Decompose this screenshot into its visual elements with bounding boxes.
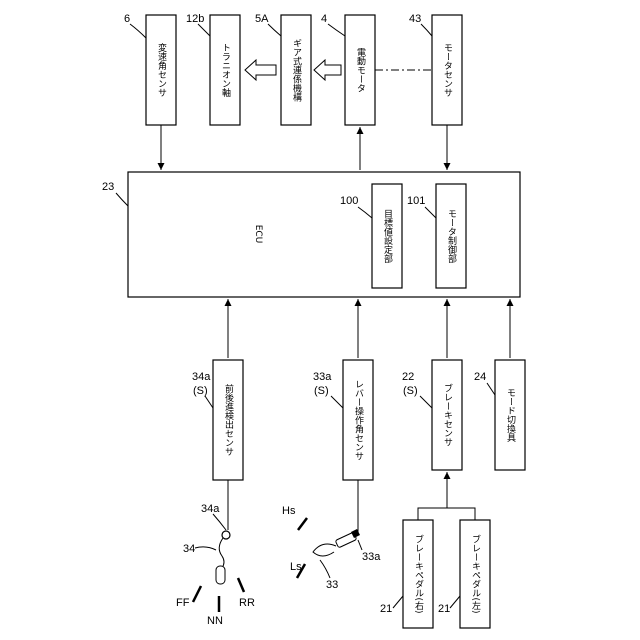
position-hs: Hs: [282, 505, 296, 517]
label-lever-angle-sensor: レバー操作角センサ: [353, 380, 364, 461]
position-rr: RR: [239, 597, 255, 609]
ref-24: 24: [474, 371, 486, 383]
ref-34a-device: 34a: [201, 503, 220, 515]
label-brake-pedal-right: ブレーキペダル(右): [413, 533, 424, 613]
ref-23: 23: [102, 181, 114, 193]
box-gear-linkage: ギア式連係機構: [281, 15, 311, 125]
box-forward-reverse-sensor: 前後進検出センサ: [213, 360, 243, 480]
ref-6: 6: [124, 13, 130, 25]
ref-100: 100: [340, 195, 358, 207]
position-nn: NN: [207, 615, 223, 627]
label-gear-linkage: ギア式連係機構: [291, 38, 302, 102]
ref-34a-box-s: (S): [193, 385, 208, 397]
ref-34a-box: 34a: [192, 371, 211, 383]
ref-12b: 12b: [186, 13, 204, 25]
hollow-arrow-left-1: [245, 60, 276, 80]
ref-21-left: 21: [438, 603, 450, 615]
label-mode-switch: モード切換具: [505, 388, 516, 443]
box-motor-sensor: モータセンサ: [432, 15, 462, 125]
box-target-value-setter: 目標値設定部: [372, 184, 402, 288]
label-electric-motor: 電動モータ: [355, 47, 366, 92]
box-brake-pedal-left: ブレーキペダル(左): [460, 520, 490, 628]
ref-34: 34: [183, 543, 195, 555]
box-brake-sensor: ブレーキセンサ: [432, 360, 462, 470]
position-ff-mark: [193, 586, 201, 602]
shift-lever-device: [313, 480, 360, 556]
label-trunnion-shaft: トラニオン軸: [220, 43, 231, 98]
fr-lever-device: [216, 480, 230, 584]
box-trunnion-shaft: トラニオン軸: [210, 15, 240, 125]
pedal-branch-lines: [418, 508, 475, 520]
fr-pivot-circle: [222, 531, 230, 539]
lever-knob: [313, 544, 336, 556]
label-shift-angle-sensor: 変速角センサ: [156, 42, 167, 97]
ref-33a-box-s: (S): [314, 385, 329, 397]
position-ff: FF: [176, 597, 190, 609]
ref-5a: 5A: [255, 13, 269, 25]
label-brake-pedal-left: ブレーキペダル(左): [470, 533, 481, 613]
ref-43: 43: [409, 13, 421, 25]
label-brake-sensor: ブレーキセンサ: [442, 382, 453, 446]
ref-33a-box: 33a: [313, 371, 332, 383]
box-brake-pedal-right: ブレーキペダル(右): [403, 520, 433, 628]
label-ecu: ECU: [253, 225, 263, 244]
ref-33a-device: 33a: [362, 551, 381, 563]
ref-22: 22: [402, 371, 414, 383]
ref-33: 33: [326, 579, 338, 591]
ref-21-right: 21: [380, 603, 392, 615]
label-motor-controller: モータ制御部: [446, 209, 457, 264]
ref-101: 101: [407, 195, 425, 207]
hollow-arrow-left-2: [314, 60, 341, 80]
ref-22-s: (S): [403, 385, 418, 397]
fr-lever-arm: [219, 538, 224, 568]
fr-lever-grip: [216, 566, 225, 584]
label-forward-reverse-sensor: 前後進検出センサ: [223, 383, 234, 456]
box-electric-motor: 電動モータ: [345, 15, 375, 125]
ref-4: 4: [321, 13, 327, 25]
box-mode-switch: モード切換具: [495, 360, 525, 470]
box-lever-angle-sensor: レバー操作角センサ: [343, 360, 373, 480]
label-target-value-setter: 目標値設定部: [382, 209, 393, 264]
position-hs-mark: [298, 518, 307, 530]
label-motor-sensor: モータセンサ: [442, 43, 453, 97]
position-rr-mark: [238, 578, 244, 592]
box-shift-angle-sensor: 変速角センサ: [146, 15, 176, 125]
box-motor-controller: モータ制御部: [436, 184, 466, 288]
